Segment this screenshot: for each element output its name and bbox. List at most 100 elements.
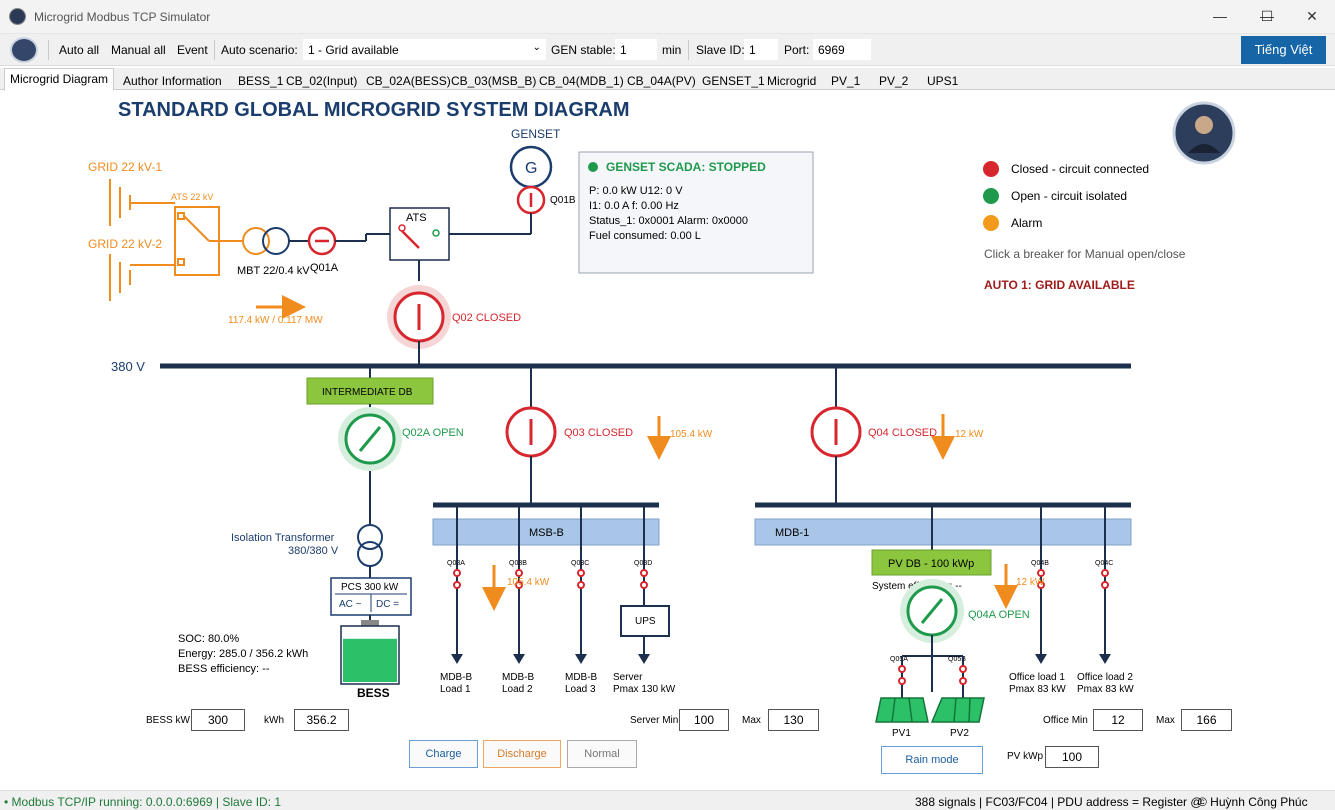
q01b-breaker[interactable]: [516, 185, 546, 215]
charge-button[interactable]: Charge: [409, 740, 478, 768]
event-button[interactable]: Event: [177, 43, 208, 57]
msb-b-label: MSB-B: [529, 527, 564, 539]
tab-cb-04a[interactable]: CB_04A(PV): [627, 74, 696, 88]
pv-kwp-input[interactable]: 100: [1045, 746, 1099, 768]
kwh-input[interactable]: 356.2: [294, 709, 349, 731]
bess-battery: [340, 620, 400, 685]
tab-genset-1[interactable]: GENSET_1: [702, 74, 765, 88]
pv2-label: PV2: [950, 728, 969, 739]
mdb-1-feeders: [1040, 505, 1106, 656]
office-min-input[interactable]: 12: [1093, 709, 1143, 731]
tab-microgrid[interactable]: Microgrid: [767, 74, 817, 88]
bess-kw-label: BESS kW: [146, 715, 190, 726]
slave-id-input[interactable]: 1: [744, 39, 778, 60]
server-min-label: Server Min: [630, 715, 679, 726]
diagram-canvas: STANDARD GLOBAL MICROGRID SYSTEM DIAGRAM…: [2, 91, 1333, 790]
msb-b-small-breakers[interactable]: [453, 569, 648, 589]
q03-flow: 105.4 kW: [670, 429, 713, 440]
bus-voltage-label: 380 V: [111, 359, 145, 374]
tab-cb-02a[interactable]: CB_02A(BESS): [366, 74, 451, 88]
tab-cb-04[interactable]: CB_04(MDB_1): [539, 74, 624, 88]
tab-author-information[interactable]: Author Information: [123, 74, 222, 88]
q03-breaker[interactable]: [505, 406, 557, 458]
mbt-transformer: [242, 227, 309, 255]
mdb-1-panel: [754, 518, 1132, 546]
auto-all-button[interactable]: Auto all: [59, 43, 100, 57]
load3-line1: MDB-B: [565, 672, 598, 683]
legend-closed-swatch: [983, 161, 999, 177]
ups-label: UPS: [635, 616, 656, 627]
tab-cb-03[interactable]: CB_03(MSB_B): [451, 74, 537, 88]
status-right: 388 signals | FC03/FC04 | PDU address = …: [915, 795, 1203, 809]
q04-flow: 12 kW: [955, 429, 984, 440]
gen-stable-input[interactable]: 1: [615, 39, 657, 60]
rain-mode-button[interactable]: Rain mode: [881, 746, 983, 774]
minimize-button[interactable]: —: [1260, 8, 1274, 24]
tab-pv-2[interactable]: PV_2: [879, 74, 909, 88]
pcs-ac-label: AC ~: [339, 599, 362, 610]
language-button[interactable]: Tiếng Việt: [1241, 36, 1326, 64]
ats22-label: ATS 22 kV: [171, 192, 213, 202]
auto-scenario-value: 1 - Grid available: [308, 43, 399, 57]
normal-button[interactable]: Normal: [567, 740, 637, 768]
legend-alarm-text: Alarm: [1011, 216, 1042, 230]
tab-microgrid-diagram[interactable]: Microgrid Diagram: [4, 68, 115, 91]
port-input[interactable]: 6969: [813, 39, 871, 60]
ats22-switch[interactable]: [174, 206, 243, 276]
q04-breaker[interactable]: [810, 406, 862, 458]
grid2-symbol: [109, 254, 175, 301]
ats-switch[interactable]: ATS: [389, 207, 450, 261]
window-title: Microgrid Modbus TCP Simulator: [34, 10, 211, 24]
isolation-tx-label1: Isolation Transformer: [231, 532, 335, 544]
gen-stable-label: GEN stable:: [551, 43, 616, 57]
maximize-button[interactable]: ☐: [1260, 8, 1274, 24]
auto-scenario-select[interactable]: 1 - Grid available⌄: [303, 39, 546, 60]
tab-ups1[interactable]: UPS1: [927, 74, 959, 88]
q04b-label: Q04B: [1031, 560, 1049, 567]
isolation-transformer: [357, 524, 383, 567]
tab-strip: Microgrid Diagram Author Information BES…: [0, 68, 1335, 91]
pcs-dc-label: DC =: [376, 599, 399, 610]
minimize-glyph[interactable]: —: [1213, 8, 1227, 24]
office-min-label: Office Min: [1043, 715, 1088, 726]
discharge-button[interactable]: Discharge: [483, 740, 561, 768]
q02-label: Q02 CLOSED: [452, 312, 521, 324]
tab-pv-1[interactable]: PV_1: [831, 74, 861, 88]
bess-kw-input[interactable]: 300: [191, 709, 245, 731]
title-bar: Microgrid Modbus TCP Simulator — — ☐ ✕: [0, 0, 1335, 34]
svg-text:G: G: [525, 160, 537, 177]
grid-flow-value: 117.4 kW / 0.117 MW: [228, 315, 323, 326]
q02a-breaker[interactable]: [344, 413, 396, 465]
legend-closed-text: Closed - circuit connected: [1011, 162, 1149, 176]
intermediate-db-label: INTERMEDIATE DB: [322, 387, 413, 398]
msb-b-feeders: [456, 505, 645, 656]
status-left: • Modbus TCP/IP running: 0.0.0.0:6969 | …: [4, 795, 282, 809]
pcs-box: PCS 300 kW AC ~ DC =: [330, 577, 412, 616]
tab-bess-1[interactable]: BESS_1: [238, 74, 284, 88]
office-max-input[interactable]: 166: [1181, 709, 1232, 731]
manual-all-button[interactable]: Manual all: [111, 43, 166, 57]
server-min-input[interactable]: 100: [679, 709, 729, 731]
q04a-label: Q04A OPEN: [968, 609, 1030, 621]
genset-line3: Status_1: 0x0001 Alarm: 0x0000: [589, 215, 748, 227]
q04a-breaker[interactable]: [906, 585, 958, 637]
grid2-label: GRID 22 kV-2: [88, 237, 162, 251]
gen-stable-unit: min: [662, 43, 682, 57]
server-max-input[interactable]: 130: [768, 709, 819, 731]
isolation-tx-label2: 380/380 V: [288, 545, 339, 557]
mdb-1-small-breakers[interactable]: [1037, 569, 1109, 589]
slave-id-label: Slave ID:: [696, 43, 745, 57]
q02-breaker[interactable]: [393, 291, 445, 343]
pv-small-breakers[interactable]: [898, 665, 967, 685]
q03b-flow: 105.4 kW: [507, 577, 550, 588]
q01a-breaker[interactable]: [307, 226, 337, 256]
q04-label: Q04 CLOSED: [868, 427, 937, 439]
status-bar: • Modbus TCP/IP running: 0.0.0.0:6969 | …: [0, 790, 1335, 810]
load3-line2: Load 3: [565, 684, 596, 695]
q03b-label: Q03B: [509, 560, 527, 567]
tab-cb-02[interactable]: CB_02(Input): [286, 74, 358, 88]
close-button[interactable]: ✕: [1306, 8, 1318, 24]
bess-efficiency-text: BESS efficiency: --: [178, 663, 270, 675]
legend-open-text: Open - circuit isolated: [1011, 189, 1127, 203]
kwh-label: kWh: [264, 715, 284, 726]
